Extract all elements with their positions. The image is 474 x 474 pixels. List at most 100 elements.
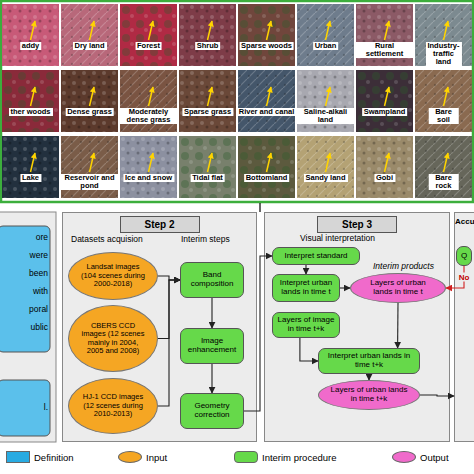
step-panel-partial [0, 212, 56, 442]
image-base [238, 136, 295, 198]
pointer-arrow [90, 153, 95, 172]
panel-text: Datasets acquision [71, 234, 143, 244]
image-base [61, 4, 118, 66]
process-box: Image enhancement [180, 328, 244, 364]
land-thumbnail [179, 4, 236, 66]
pointer-arrow [326, 153, 331, 172]
pointer-arrow [267, 153, 272, 172]
class-label: Sparse grass [182, 108, 233, 116]
class-label: Urban [313, 42, 339, 50]
image-texture [238, 70, 295, 132]
flow-arrow [211, 364, 212, 393]
definition-box [0, 226, 50, 352]
land-thumbnail [179, 136, 236, 198]
node-text: Geometry correction [185, 402, 239, 420]
image-texture [297, 136, 354, 198]
definition-box [0, 380, 50, 436]
step-heading: Step 2 [120, 216, 200, 233]
pointer-arrow [444, 153, 449, 172]
image-base [120, 4, 177, 66]
node-text: Q [461, 252, 467, 261]
pointer-arrow [385, 87, 390, 106]
input-ellipse: CBERS CCD images (12 scenes mainly in 20… [68, 305, 158, 372]
panel-text: Interim products [373, 261, 434, 271]
image-base [179, 70, 236, 132]
land-thumbnail [2, 136, 59, 198]
pointer-arrow [267, 21, 272, 40]
flow-arrow [340, 287, 350, 288]
image-texture [179, 136, 236, 198]
class-label: Sandy land [303, 174, 347, 182]
image-texture [120, 4, 177, 66]
class-label: Bare soil [428, 108, 459, 124]
land-thumbnail [297, 4, 354, 66]
class-label: Reservoir and pond [60, 174, 120, 190]
process-box: Q [456, 246, 472, 266]
text-fragment: were [30, 250, 48, 260]
image-base [238, 70, 295, 132]
land-thumbnail [356, 70, 413, 132]
image-base [179, 4, 236, 66]
class-label: Saline-alkali land [296, 108, 356, 124]
node-text: Landsat images (104 scenes during 2000-2… [80, 263, 146, 288]
pointer-arrow [90, 21, 95, 40]
image-texture [61, 70, 118, 132]
land-thumbnail [415, 4, 472, 66]
land-thumbnail [120, 4, 177, 66]
legend-swatch [392, 451, 416, 463]
process-box: Layers of image in time t+k [272, 312, 340, 338]
edge-label: No [457, 273, 472, 282]
node-text: Layers of urban lands in time t [361, 279, 435, 297]
class-label: Dry land [72, 42, 106, 50]
node-text: Interpret standard [284, 252, 347, 261]
node-text: Band composition [185, 271, 239, 289]
text-fragment: ore [36, 232, 48, 242]
output-ellipse: Layers of urban lands in time t [350, 273, 446, 303]
legend-text: Output [420, 452, 449, 463]
land-thumbnail [2, 4, 59, 66]
process-box: Geometry correction [180, 393, 244, 429]
image-texture [2, 70, 59, 132]
image-base [415, 136, 472, 198]
land-thumbnail [61, 4, 118, 66]
land-thumbnail [415, 136, 472, 198]
node-text: CBERS CCD images (12 scenes mainly in 20… [80, 322, 146, 356]
pointer-arrow [208, 87, 213, 106]
class-label: Shrub [195, 42, 221, 50]
class-label: Gobi [374, 174, 395, 182]
land-thumbnail [415, 70, 472, 132]
land-thumbnail [61, 70, 118, 132]
class-label: River and canal [237, 108, 296, 116]
process-box: Interpret standard [272, 247, 360, 265]
image-texture [179, 70, 236, 132]
panel-text: Visual interpretation [300, 233, 375, 243]
pointer-arrow [267, 87, 272, 106]
class-label: Sparse woods [239, 42, 294, 50]
image-texture [179, 4, 236, 66]
pointer-arrow [385, 21, 390, 40]
legend-item: Interim procedure [234, 450, 336, 464]
node-text: Layers of urban lands in time t+k [329, 386, 409, 404]
land-thumbnail [179, 70, 236, 132]
image-base [61, 70, 118, 132]
node-text: Image enhancement [185, 337, 239, 355]
pointer-arrow [31, 21, 36, 40]
image-base [415, 4, 472, 66]
pointer-arrow [31, 87, 36, 106]
pointer-arrow [444, 87, 449, 106]
class-label: Moderately dense grass [119, 108, 179, 124]
panel-text: Interim steps [181, 234, 230, 244]
image-texture [356, 70, 413, 132]
land-thumbnail [356, 136, 413, 198]
land-thumbnail [297, 136, 354, 198]
process-box: Band composition [180, 262, 244, 298]
image-texture [297, 4, 354, 66]
class-label: Forest [135, 42, 162, 50]
step-panel: Step 3Visual interpretationInterim produ… [264, 212, 450, 442]
process-box: Interpret urban lands in time t+k [318, 348, 420, 374]
text-fragment: l. [44, 402, 48, 412]
image-base [356, 70, 413, 132]
legend-swatch [6, 451, 30, 463]
flow-arrow [305, 265, 306, 274]
pointer-arrow [31, 153, 36, 172]
